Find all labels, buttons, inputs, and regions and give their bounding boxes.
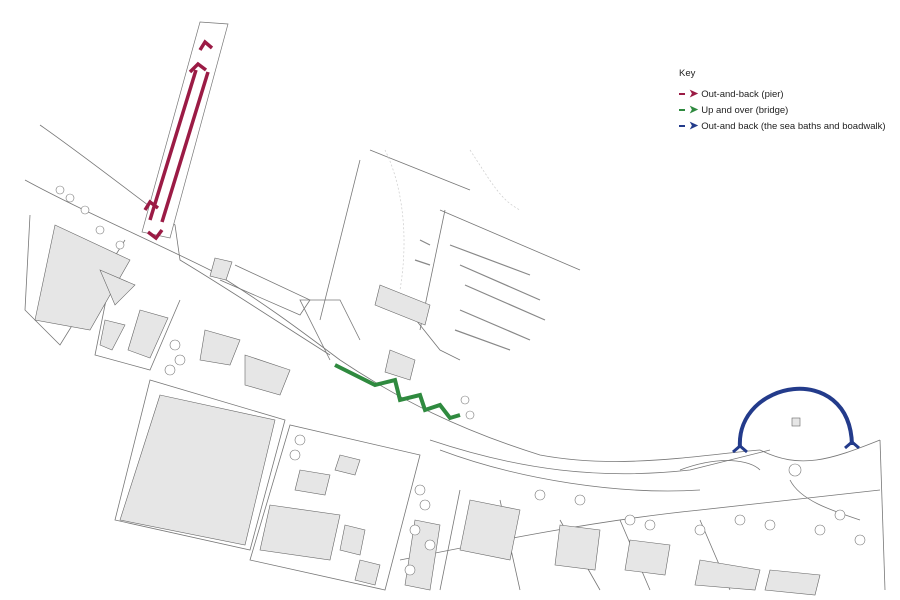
marina-jetties bbox=[414, 239, 546, 351]
route-pier bbox=[143, 39, 214, 241]
key-item-bridge: ➤ Up and over (bridge) bbox=[679, 103, 886, 117]
key-label: Up and over (bridge) bbox=[701, 104, 789, 116]
key-label: Out-and back (the sea baths and boadwalk… bbox=[701, 120, 886, 132]
dash-icon bbox=[679, 93, 685, 95]
key-item-sea-baths: ➤ Out-and back (the sea baths and boadwa… bbox=[679, 119, 886, 133]
buildings bbox=[34, 224, 821, 596]
key-label: Out-and-back (pier) bbox=[701, 88, 784, 100]
chevron-right-icon: ➤ bbox=[689, 88, 699, 100]
coastline-roads bbox=[24, 124, 886, 591]
chevron-right-icon: ➤ bbox=[689, 120, 699, 132]
route-bridge bbox=[334, 363, 461, 421]
key-title: Key bbox=[679, 68, 696, 79]
map-key: Key ➤ Out-and-back (pier) ➤ Up and over … bbox=[679, 68, 886, 135]
key-item-pier: ➤ Out-and-back (pier) bbox=[679, 87, 886, 101]
dash-icon bbox=[679, 125, 685, 127]
seawall-contour bbox=[384, 149, 521, 291]
trees bbox=[55, 185, 866, 576]
chevron-right-icon: ➤ bbox=[689, 104, 699, 116]
route-sea-baths bbox=[732, 386, 860, 454]
dash-icon bbox=[679, 109, 685, 111]
